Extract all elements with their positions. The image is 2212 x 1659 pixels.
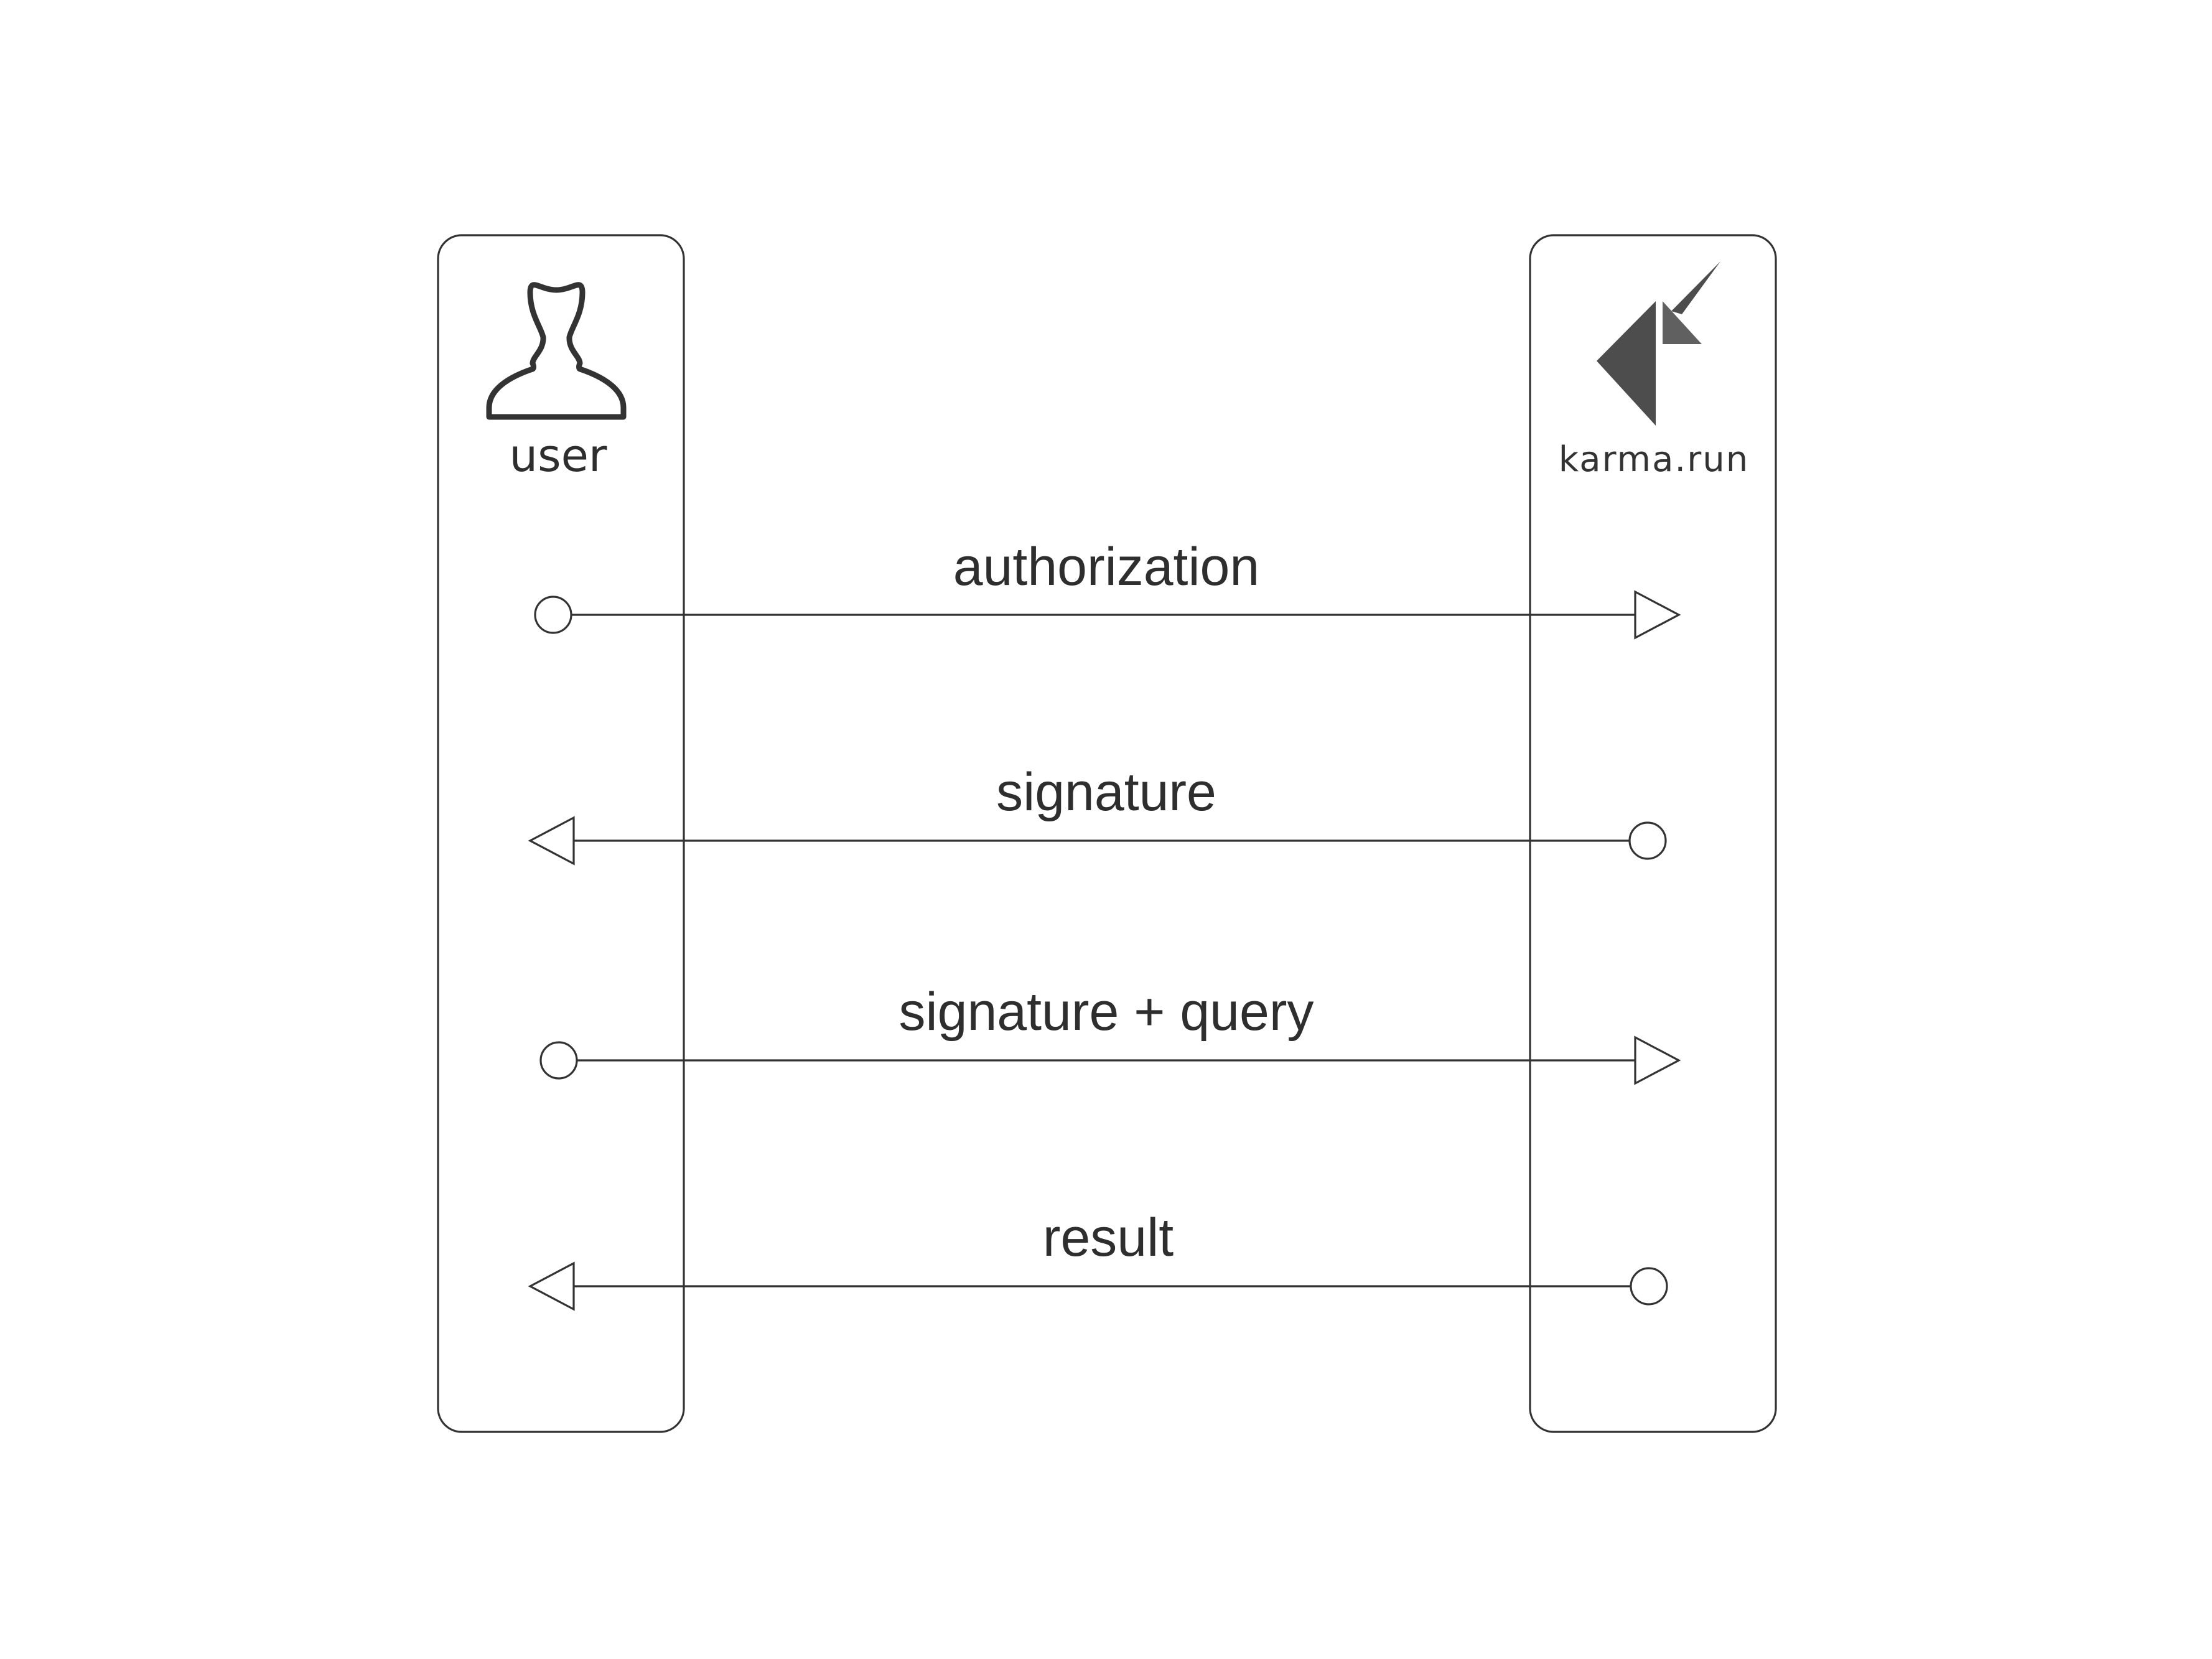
- message-authorization: authorization: [534, 537, 1681, 640]
- message-label: result: [1043, 1208, 1174, 1268]
- karma-run-label: karma.run: [1559, 439, 1749, 480]
- arrowhead-right-icon: [1634, 1035, 1681, 1085]
- message-label: authorization: [953, 537, 1259, 597]
- user-silhouette-icon: [486, 282, 627, 420]
- message-signature: signature: [528, 762, 1667, 866]
- arrowhead-right-icon: [1634, 590, 1681, 640]
- message-result: result: [528, 1208, 1668, 1311]
- arrowhead-left-icon: [528, 1261, 575, 1311]
- message-origin-dot: [1628, 821, 1667, 860]
- karma-run-unicorn-logo: [1597, 261, 1720, 426]
- message-origin-dot: [1630, 1267, 1668, 1306]
- message-origin-dot: [539, 1041, 578, 1080]
- message-origin-dot: [534, 596, 572, 634]
- arrowhead-left-icon: [528, 816, 575, 866]
- message-label: signature: [996, 762, 1216, 822]
- user-label: user: [509, 429, 607, 482]
- message-signature-query: signature + query: [539, 982, 1681, 1085]
- message-label: signature + query: [899, 982, 1314, 1042]
